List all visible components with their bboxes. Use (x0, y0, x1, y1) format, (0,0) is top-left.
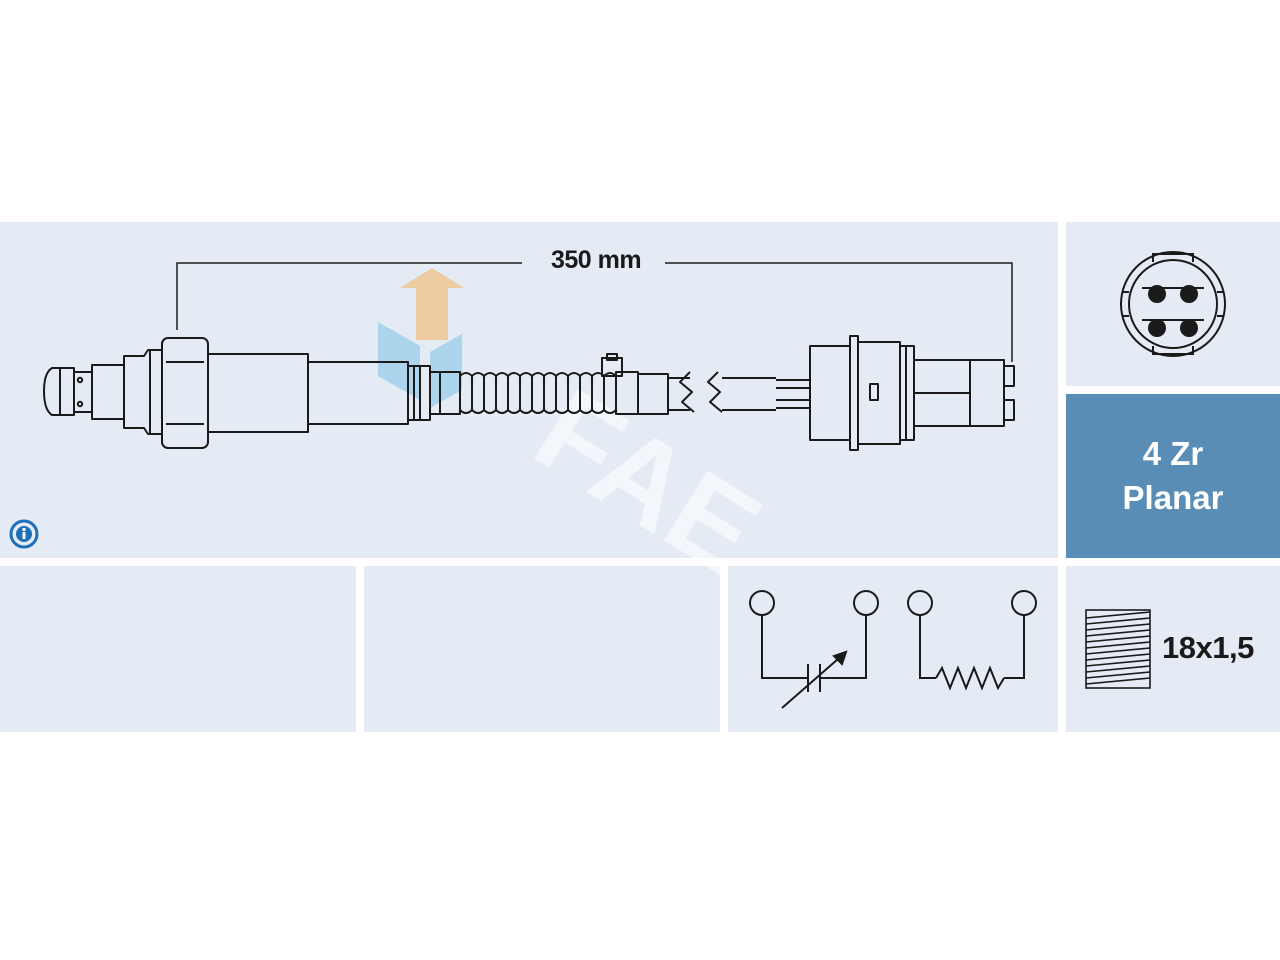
thread-panel (1066, 566, 1280, 732)
circuit-panel (728, 566, 1058, 732)
empty-panel-2 (364, 566, 720, 732)
thread-size-label: 18x1,5 (1162, 630, 1254, 665)
sensor-type-line2: Planar (1122, 479, 1224, 516)
thread-icon (1085, 609, 1151, 689)
sensor-type-panel (1066, 394, 1280, 558)
connector-panel (1066, 222, 1280, 386)
sensor-type-line1: 4 Zr (1142, 435, 1204, 472)
length-dimension-label: 350 mm (550, 246, 642, 274)
info-icon[interactable] (8, 518, 40, 550)
empty-panel-1 (0, 566, 356, 732)
connector-pin-layout-icon (1120, 251, 1226, 357)
sensor-type-label: 4 Zr Planar (1066, 432, 1280, 520)
wiring-schematic (749, 590, 1037, 709)
